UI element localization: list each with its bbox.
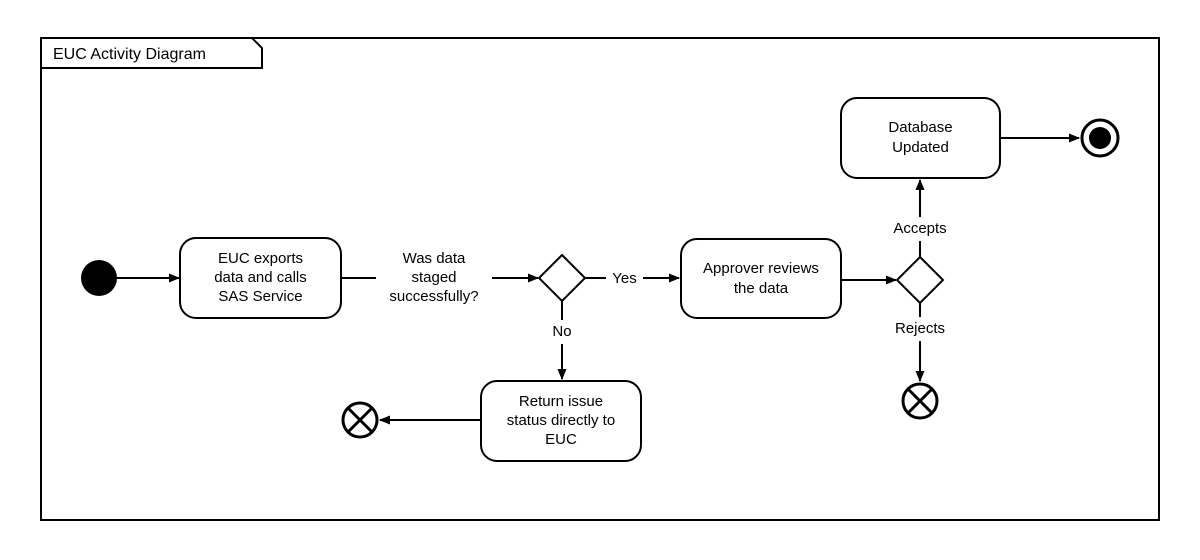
activity-euc-exports-box[interactable] [179,237,342,319]
decision-data-staged-diamond[interactable] [537,253,587,303]
decision-approval[interactable] [895,255,945,305]
edge-label-yes-backdrop [606,268,643,289]
decision-data-staged[interactable] [537,253,587,303]
activity-return-issue-line-2: status directly to [507,412,615,429]
activity-approver-reviews[interactable]: Approver reviews the data [680,238,842,319]
activity-database-updated[interactable]: Database Updated [840,97,1001,179]
flow-final-node-right-cross-b [906,387,934,415]
edge-label-rejects-backdrop [887,318,953,340]
initial-node-circle [81,260,117,296]
activity-return-issue-line-1: Return issue [519,393,603,410]
edge-label-no-backdrop [546,321,579,342]
initial-node [81,260,117,296]
edge-label-was-data-staged-backdrop [376,250,492,308]
edge-label-was-data-staged-line-2: staged [411,269,456,286]
edge-label-no-text: No [552,323,571,340]
final-node [1080,118,1120,158]
edge-label-rejects-text: Rejects [895,320,945,337]
edge-label-rejects: Rejects [887,318,953,340]
activity-return-issue[interactable]: Return issue status directly to EUC [480,380,642,462]
activity-euc-exports-line-3: SAS Service [218,288,302,305]
activity-return-issue-line-3: EUC [545,431,577,448]
frame-border [40,37,1160,521]
flow-edges [117,133,1080,425]
flow-final-node-left [341,401,379,439]
activity-database-updated-line-1: Database [888,119,952,136]
activity-database-updated-line-2: Updated [892,139,949,156]
final-node-core [1089,127,1111,149]
activity-approver-reviews-box[interactable] [680,238,842,319]
edge-label-was-data-staged-line-1: Was data [403,250,466,267]
activity-return-issue-box[interactable] [480,380,642,462]
edge-label-yes-text: Yes [612,270,636,287]
frame-title-text: EUC Activity Diagram [53,46,206,63]
frame-title-tab [40,37,263,69]
activity-approver-reviews-line-1: Approver reviews [703,260,819,277]
activity-euc-exports-line-1: EUC exports [218,250,303,267]
edge-label-no: No [546,321,579,342]
activity-euc-exports[interactable]: EUC exports data and calls SAS Service [179,237,342,319]
activity-approver-reviews-line-2: the data [734,280,789,297]
decision-approval-diamond[interactable] [895,255,945,305]
edge-label-was-data-staged: Was data staged successfully? [376,250,492,308]
diagram-frame: EUC Activity Diagram [40,37,1160,521]
flow-final-node-left-cross-b [346,406,374,434]
edge-label-was-data-staged-line-3: successfully? [389,288,478,305]
edge-label-accepts: Accepts [885,218,955,240]
edge-label-accepts-text: Accepts [893,220,946,237]
activity-euc-exports-line-2: data and calls [214,269,307,286]
edge-label-accepts-backdrop [885,218,955,240]
activity-database-updated-box[interactable] [840,97,1001,179]
flow-final-node-right [901,382,939,420]
edge-label-yes: Yes [606,268,643,289]
